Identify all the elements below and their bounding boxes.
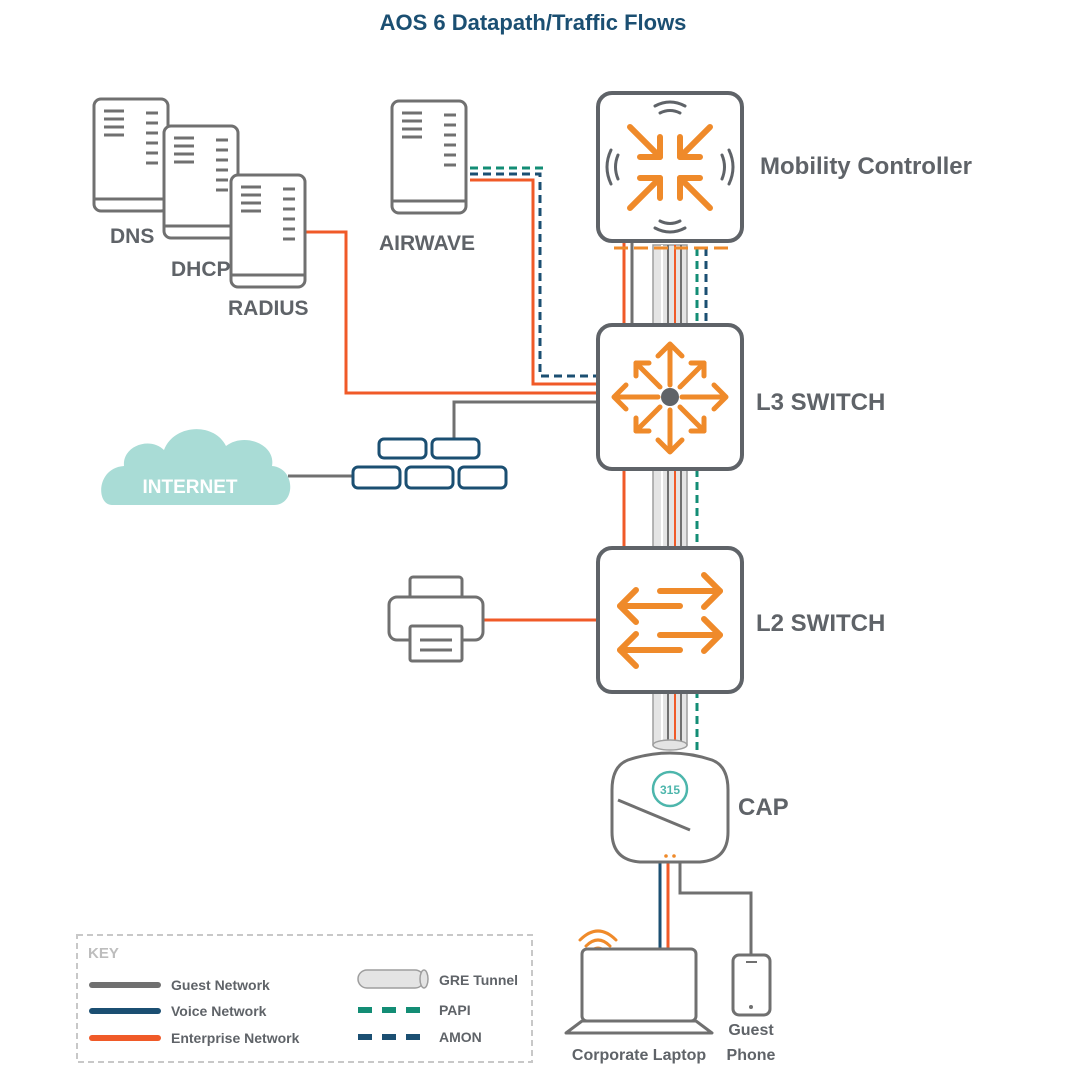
legend-key: KEY Guest Network Voice Network Enterpri… xyxy=(76,934,533,1063)
wireless-waves-icon xyxy=(605,100,735,234)
mobility-controller-box xyxy=(596,91,744,243)
legend-label-gre-tunnel: GRE Tunnel xyxy=(439,972,518,988)
l2-switch xyxy=(596,546,744,694)
cloud-shape xyxy=(101,429,291,505)
legend-title: KEY xyxy=(88,945,119,962)
switch-arrows-icon xyxy=(617,572,723,669)
guest-line-cap-phone xyxy=(678,860,753,955)
legend-label-amon: AMON xyxy=(439,1029,482,1045)
cap-badge-ring xyxy=(651,770,689,808)
l2-switch-box xyxy=(596,546,744,694)
server-airwave xyxy=(390,99,468,215)
diagram-title: AOS 6 Datapath/Traffic Flows xyxy=(380,10,687,35)
phone-icon xyxy=(731,953,772,1017)
airwave-enterprise-line xyxy=(470,178,600,386)
gre-tunnel-end xyxy=(652,739,688,751)
legend-label-guest: Guest Network xyxy=(171,977,270,993)
radius-to-l3-line xyxy=(306,230,600,395)
converging-arrows-icon xyxy=(627,124,713,211)
legend-frame xyxy=(76,934,533,1063)
airwave-amon-line xyxy=(470,172,600,378)
firewall-icon xyxy=(351,437,508,490)
legend-label-papi: PAPI xyxy=(439,1002,471,1018)
l3-switch xyxy=(596,323,744,471)
printer-icon xyxy=(387,575,485,663)
server-dns xyxy=(92,97,170,213)
l3-switch-label: L3 SWITCH xyxy=(756,389,885,416)
campus-access-point: 315 xyxy=(610,751,730,864)
mobility-controller-label: Mobility Controller xyxy=(760,153,972,180)
server-radius xyxy=(229,173,307,289)
radius-label: RADIUS xyxy=(228,297,309,320)
legend-swatch-gre-tunnel xyxy=(357,969,429,989)
cap-led-2 xyxy=(672,854,676,858)
cap-led-1 xyxy=(664,854,668,858)
legend-label-voice: Voice Network xyxy=(171,1003,267,1019)
phone-body xyxy=(731,953,772,1017)
laptop-label: Corporate Laptop xyxy=(572,1047,706,1064)
laptop-icon xyxy=(564,929,714,1035)
internet-label: INTERNET xyxy=(143,477,238,498)
internet-cloud: INTERNET xyxy=(101,429,291,505)
cap-label: CAP xyxy=(738,794,789,821)
laptop-screen xyxy=(580,947,698,1023)
dhcp-label: DHCP xyxy=(171,258,231,281)
airwave-label: AIRWAVE xyxy=(379,232,475,255)
cap-badge: 315 xyxy=(660,783,680,797)
phone-label-line2: Phone xyxy=(727,1047,776,1064)
server-dhcp xyxy=(162,124,240,240)
router-arrows-icon xyxy=(611,341,729,455)
dns-label: DNS xyxy=(110,225,154,248)
mobility-controller xyxy=(596,91,744,243)
cap-body xyxy=(610,751,730,864)
phone-label-line1: Guest xyxy=(728,1022,774,1039)
l2-switch-label: L2 SWITCH xyxy=(756,610,885,637)
laptop-base xyxy=(564,1019,714,1035)
legend-label-enterprise: Enterprise Network xyxy=(171,1030,300,1046)
firewall-to-l3-line xyxy=(452,400,600,438)
router-center-dot xyxy=(661,388,679,406)
cap-seam xyxy=(617,798,691,832)
